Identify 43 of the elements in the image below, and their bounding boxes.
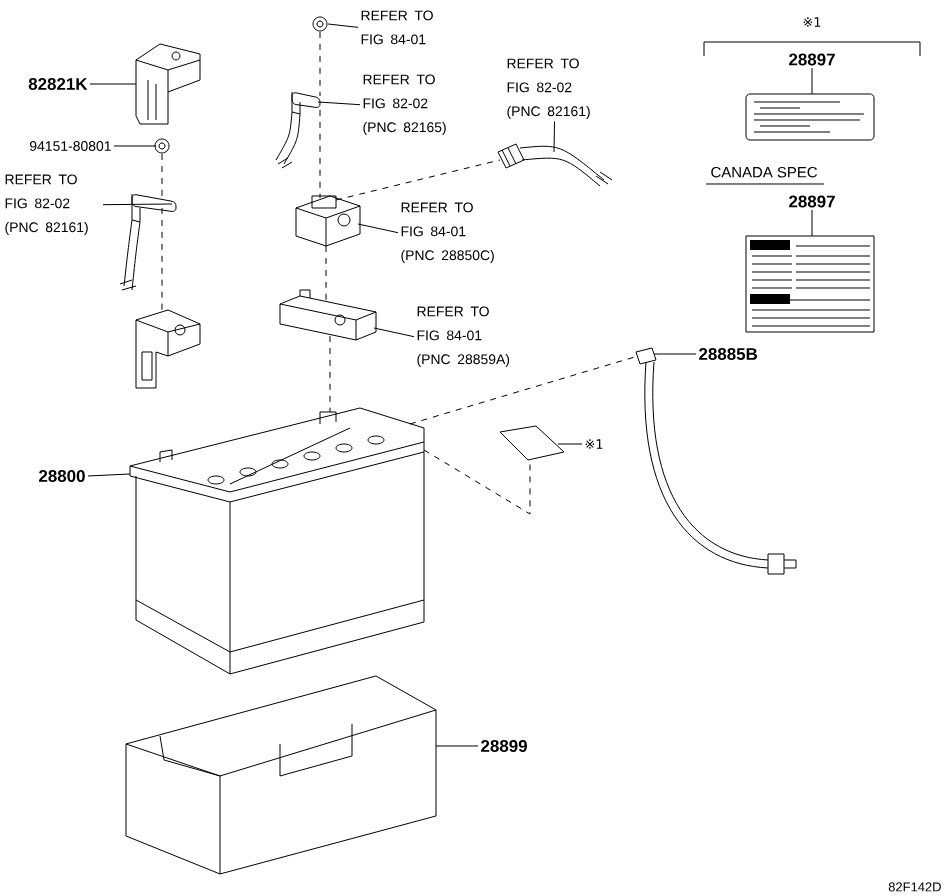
part-number: 28897 — [789, 195, 835, 208]
bracket-drawing — [135, 43, 201, 125]
assembly-line — [335, 159, 501, 201]
battery-clamp-drawing — [135, 309, 201, 389]
leader-line — [811, 209, 813, 237]
leader-line — [317, 101, 361, 106]
label-sheet-drawing — [499, 425, 565, 461]
assembly-line — [325, 245, 327, 301]
nut-drawing — [312, 16, 328, 32]
assembly-line — [319, 109, 321, 199]
nut-drawing — [154, 138, 170, 154]
leader-line — [102, 203, 173, 206]
leader-line — [653, 353, 697, 355]
warning-sticker-drawing — [745, 93, 875, 141]
assembly-line — [423, 449, 531, 515]
cable-connector-drawing — [497, 143, 613, 187]
assembly-line — [161, 153, 163, 197]
battery-drawing — [129, 407, 425, 675]
leader-line — [327, 23, 359, 28]
leader-line — [553, 120, 555, 153]
part-number: 28800 — [39, 470, 85, 482]
part-number: 28899 — [481, 740, 527, 752]
leader-line — [357, 223, 399, 234]
assembly-line — [161, 207, 163, 315]
leader-line — [557, 443, 583, 445]
assembly-line — [409, 355, 639, 425]
leader-line — [89, 83, 137, 85]
assembly-line — [319, 31, 321, 97]
cable-terminal-drawing — [119, 193, 177, 291]
leader-line — [113, 145, 157, 147]
part-number: 82821K — [28, 78, 88, 90]
leader-line — [435, 745, 479, 747]
warning-sticker-drawing — [745, 235, 875, 333]
leader-line — [811, 67, 813, 95]
cable-terminal-drawing — [275, 91, 321, 169]
leader-line — [373, 327, 415, 338]
vent-hose-drawing — [635, 347, 797, 575]
fuse-block-drawing — [295, 195, 361, 247]
part-number: 28897 — [789, 53, 835, 66]
assembly-line — [329, 335, 331, 413]
leader-line — [87, 473, 131, 477]
terminal-cover-drawing — [279, 289, 377, 341]
battery-tray-drawing — [125, 675, 437, 875]
